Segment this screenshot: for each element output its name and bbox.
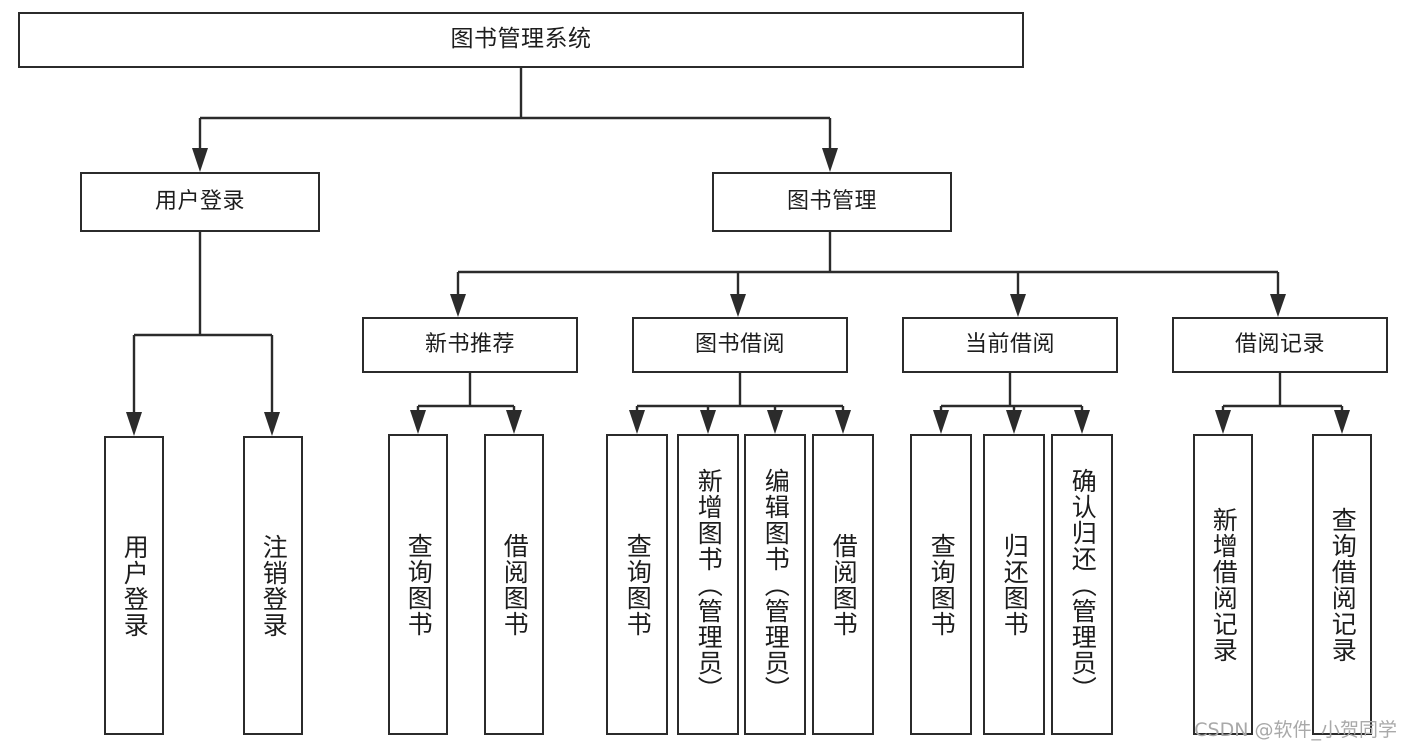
leaf-logout-label: 注销登录 [259,533,289,638]
node-borrow-record[interactable]: 借阅记录 [1172,317,1388,373]
leaf-query-book-3-label: 查询图书 [927,532,957,637]
csdn-watermark: CSDN @软件_小贺同学 [1194,719,1397,741]
leaf-query-book-3[interactable]: 查询图书 [910,434,972,735]
leaf-query-record[interactable]: 查询借阅记录 [1312,434,1372,735]
leaf-logout[interactable]: 注销登录 [243,436,303,735]
leaf-add-record-label: 新增借阅记录 [1209,506,1239,663]
leaf-edit-book[interactable]: 编辑图书（管理员） [744,434,806,735]
leaf-query-book-2-label: 查询图书 [623,532,653,637]
node-book-manage-label: 图书管理 [786,189,877,215]
node-book-manage[interactable]: 图书管理 [712,172,952,232]
node-root-label: 图书管理系统 [450,26,592,53]
leaf-confirm-return-label: 确认归还（管理员） [1068,467,1098,702]
node-user-login-label: 用户登录 [154,189,245,215]
connector-currentborrow-to-leaves [933,373,1090,434]
leaf-confirm-return[interactable]: 确认归还（管理员） [1051,434,1113,735]
leaf-user-login-label: 用户登录 [120,533,150,638]
node-user-login[interactable]: 用户登录 [80,172,320,232]
leaf-query-record-label: 查询借阅记录 [1328,506,1358,663]
leaf-query-book-2[interactable]: 查询图书 [606,434,668,735]
connector-bookborrow-to-leaves [629,373,851,434]
leaf-query-book-1-label: 查询图书 [404,532,434,637]
node-new-book-rec-label: 新书推荐 [424,332,515,358]
connector-bookmanage-to-tier3 [450,232,1286,317]
leaf-add-book-label: 新增图书（管理员） [694,467,724,702]
leaf-user-login[interactable]: 用户登录 [104,436,164,735]
node-borrow-record-label: 借阅记录 [1234,332,1325,358]
node-book-borrow-label: 图书借阅 [694,332,785,358]
leaf-return-book[interactable]: 归还图书 [983,434,1045,735]
node-book-borrow[interactable]: 图书借阅 [632,317,848,373]
leaf-query-book-1[interactable]: 查询图书 [388,434,448,735]
connector-userlogin-to-leaves [126,232,280,436]
node-root[interactable]: 图书管理系统 [18,12,1024,68]
node-new-book-rec[interactable]: 新书推荐 [362,317,578,373]
connector-root-to-tier2 [192,68,838,172]
connector-borrowrecord-to-leaves [1215,373,1350,434]
leaf-add-book[interactable]: 新增图书（管理员） [677,434,739,735]
leaf-borrow-book-2-label: 借阅图书 [829,532,859,637]
leaf-add-record[interactable]: 新增借阅记录 [1193,434,1253,735]
leaf-borrow-book-1[interactable]: 借阅图书 [484,434,544,735]
leaf-borrow-book-1-label: 借阅图书 [500,532,530,637]
leaf-edit-book-label: 编辑图书（管理员） [761,467,791,702]
leaf-return-book-label: 归还图书 [1000,532,1030,637]
node-current-borrow[interactable]: 当前借阅 [902,317,1118,373]
leaf-borrow-book-2[interactable]: 借阅图书 [812,434,874,735]
connector-newbook-to-leaves [410,373,522,434]
node-current-borrow-label: 当前借阅 [964,332,1055,358]
